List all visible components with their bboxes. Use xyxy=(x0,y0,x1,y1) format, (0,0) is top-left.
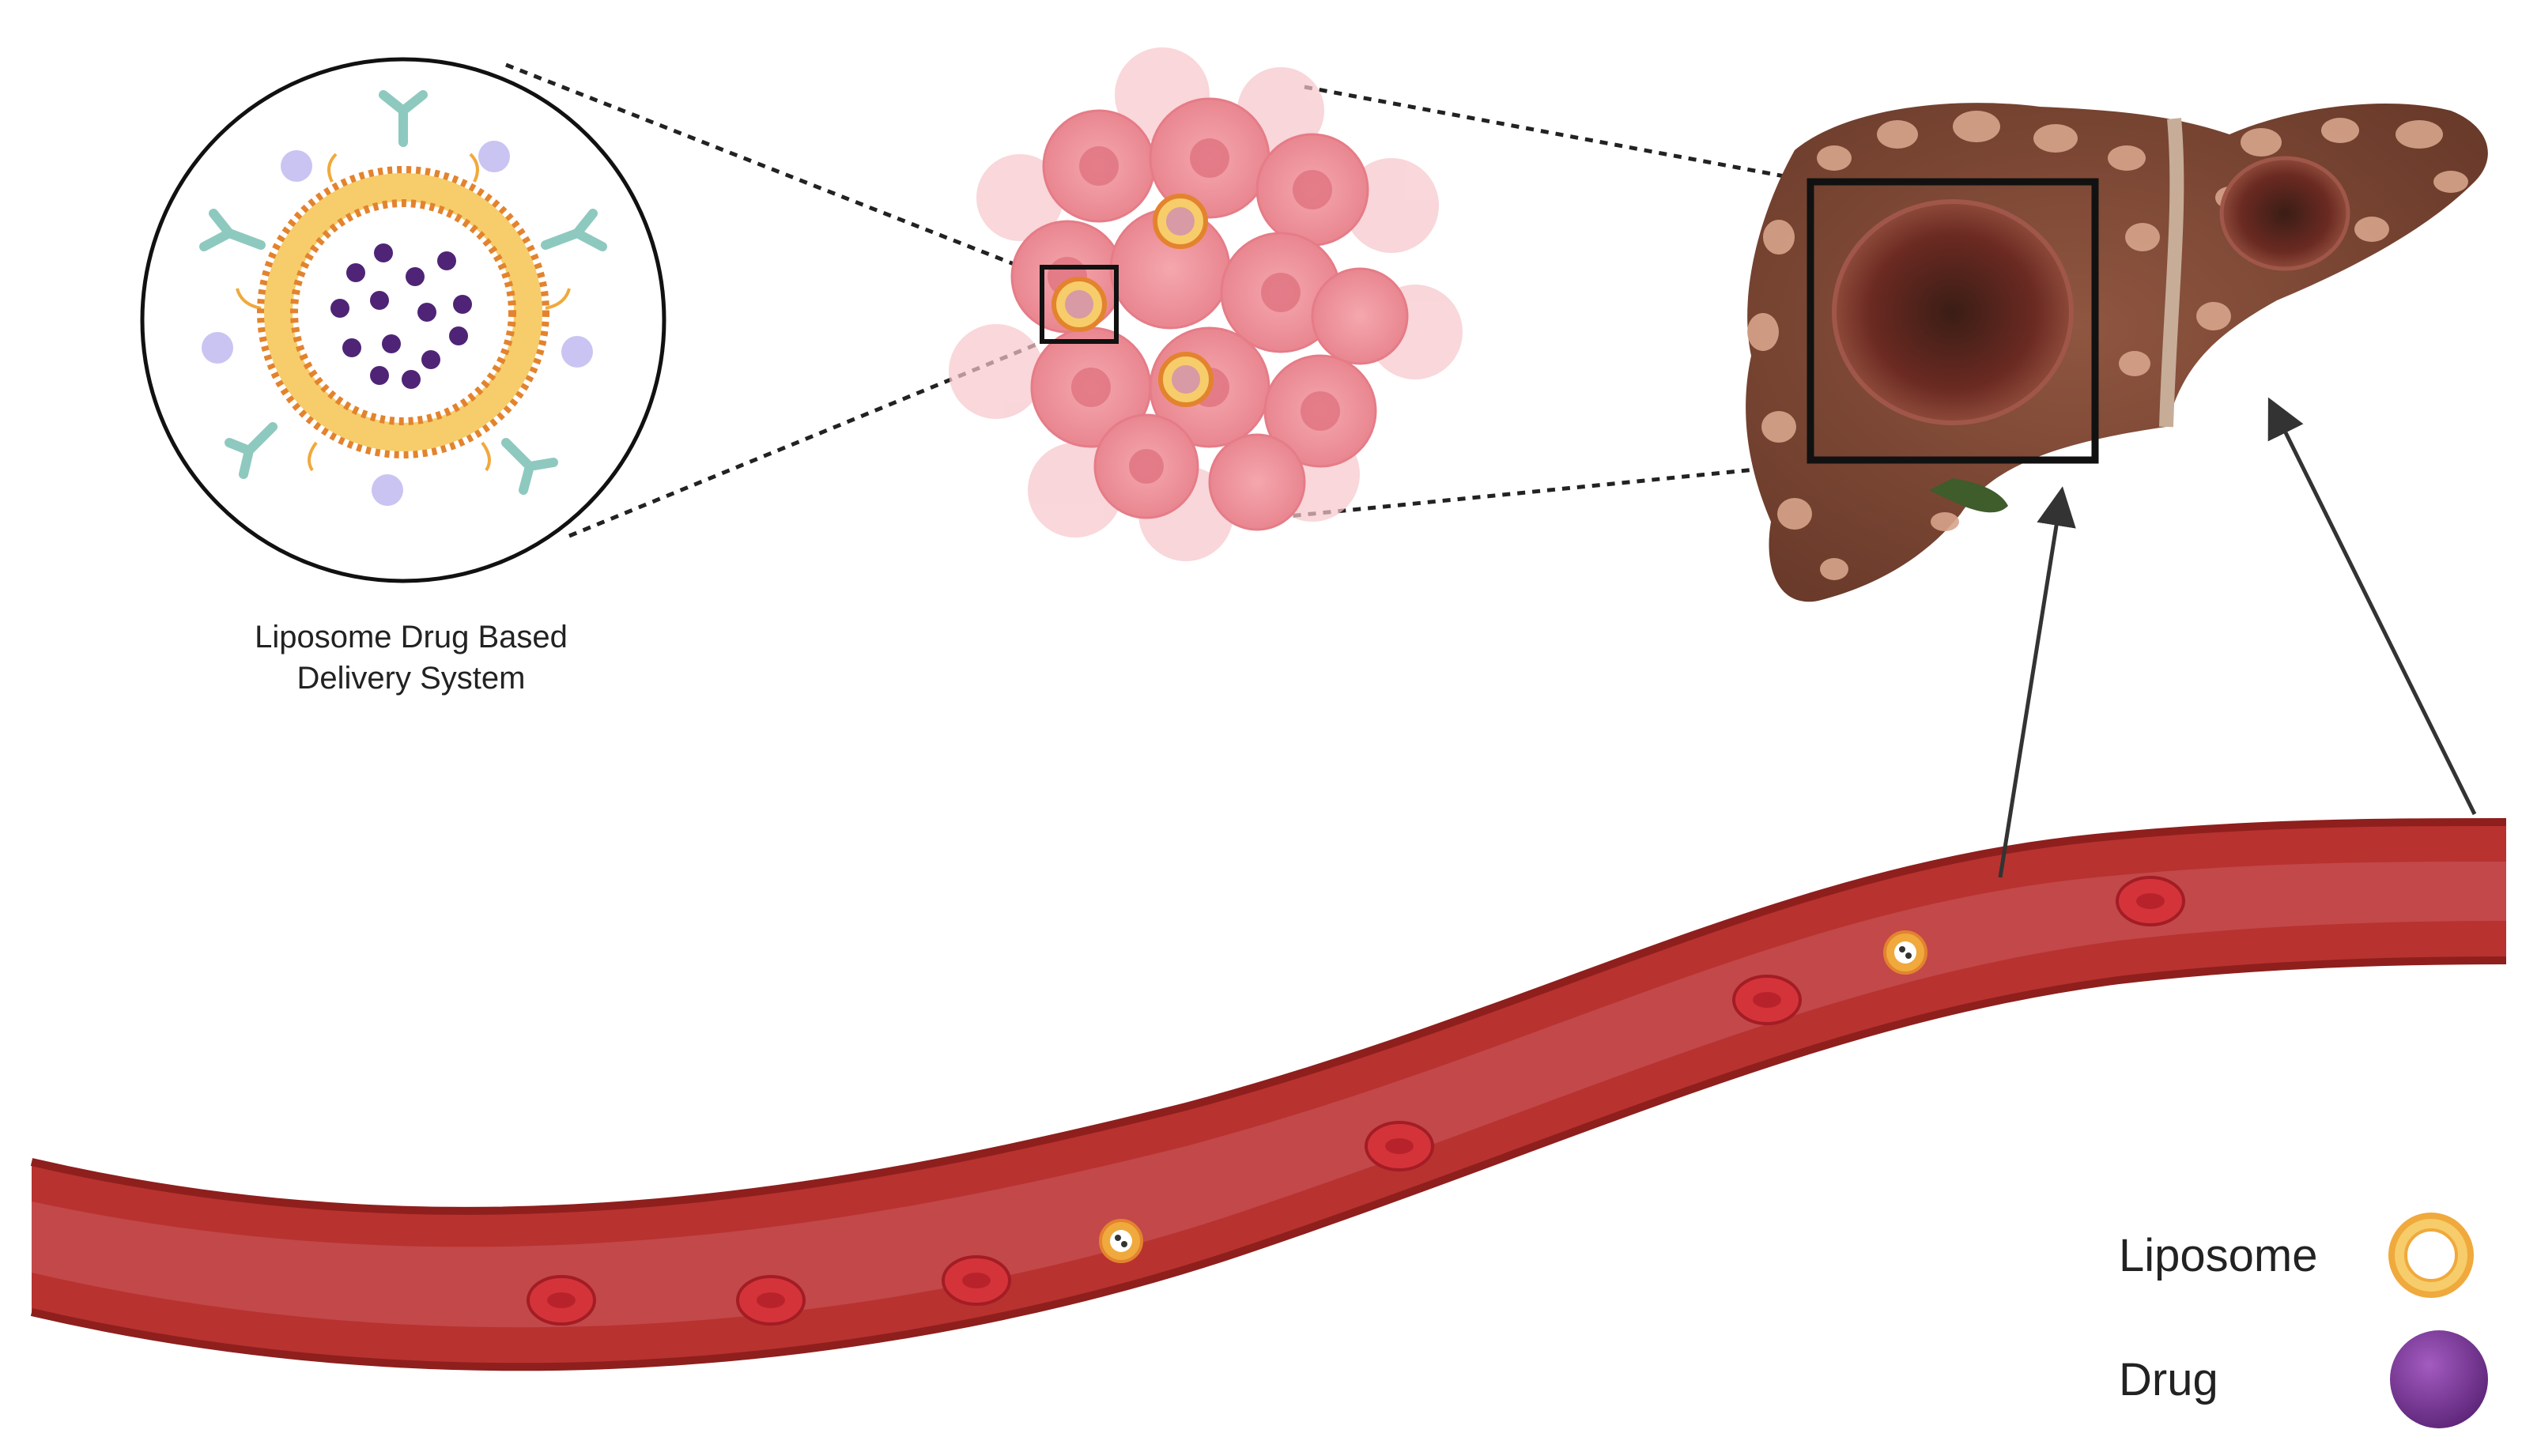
left-lobe-lesion xyxy=(1832,199,2074,425)
vessel-edge-bottom xyxy=(30,956,2507,1371)
circulating-liposome xyxy=(1883,930,1927,975)
caption-line-2: Delivery System xyxy=(296,661,526,696)
liposome-caption: Liposome Drug Based Delivery System xyxy=(142,617,680,699)
bilayer-outer xyxy=(257,166,549,458)
vessel-lumen xyxy=(32,862,2506,1328)
liposome-detail xyxy=(140,57,666,583)
liver-illustration xyxy=(1746,103,2488,602)
tumor-cluster xyxy=(949,47,1463,561)
bilayer-inner xyxy=(290,199,516,425)
arrow-to-left-lobe xyxy=(1998,486,2076,878)
peg-tails xyxy=(236,153,571,472)
legend-liposome-icon xyxy=(2388,1213,2474,1298)
liver-zoom-box xyxy=(1807,178,2099,464)
red-blood-cell xyxy=(942,1255,1011,1306)
bilayer-core xyxy=(264,173,542,451)
red-blood-cell xyxy=(527,1275,596,1326)
falciform-ligament xyxy=(2159,118,2184,428)
red-blood-cell xyxy=(1365,1121,1434,1171)
red-blood-cell xyxy=(2116,876,2185,926)
legend-drug-label: Drug xyxy=(2119,1354,2218,1405)
circulating-liposome xyxy=(1099,1219,1143,1263)
gallbladder xyxy=(1929,478,2008,513)
encapsulated-drugs xyxy=(330,243,472,389)
tumor-liposomes xyxy=(1051,194,1214,407)
antibody-icons xyxy=(199,90,607,495)
circulating-liposomes xyxy=(1099,930,1927,1263)
vessel-edge-top xyxy=(30,818,2507,1215)
red-blood-cell xyxy=(1732,975,1802,1025)
legend-liposome-label: Liposome xyxy=(2119,1230,2318,1281)
tumor-zoom-box xyxy=(1040,265,1119,344)
arrow-to-right-lobe xyxy=(2267,397,2477,816)
red-blood-cells xyxy=(527,876,2185,1326)
ligand-dots xyxy=(202,141,593,506)
red-blood-cell xyxy=(736,1275,806,1326)
caption-line-1: Liposome Drug Based xyxy=(255,620,568,654)
delivery-arrows xyxy=(1998,397,2477,878)
legend-drug-icon xyxy=(2390,1330,2488,1428)
right-lobe-lesion xyxy=(2219,156,2350,271)
